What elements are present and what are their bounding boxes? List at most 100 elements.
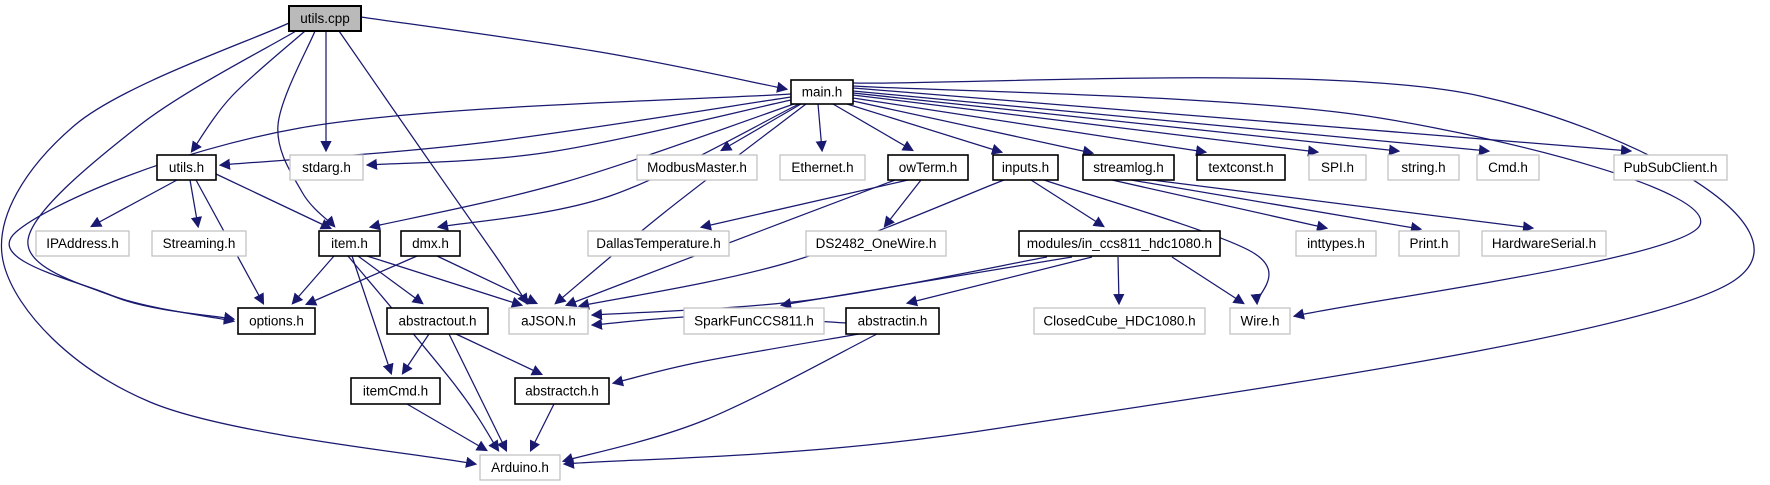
node-box-owterm_h[interactable] [887,154,969,181]
graph-node-main_h[interactable]: main.h [790,79,854,105]
node-box-modules_in_ccs811_hdc1080_h[interactable] [1018,230,1221,257]
include-edge-utils_cpp-to-arduino_h [0,22,478,468]
graph-node-spi_h: SPI.h [1308,154,1367,181]
include-edge-utils_h-to-item_h [215,173,333,230]
node-label-utils_cpp: utils.cpp [300,11,350,26]
include-edge-main_h-to-wire_h [852,85,1702,320]
node-box-textconst_h[interactable] [1196,154,1286,181]
include-edge-main_h-to-pubsubclient_h [852,87,1633,156]
graph-node-dallastemperature_h: DallasTemperature.h [587,230,730,257]
node-label-main_h: main.h [802,85,843,100]
graph-node-inputs_h[interactable]: inputs.h [992,154,1059,181]
include-edge-modules_in_ccs811_hdc1080_h-to-ajson_h [590,256,1048,320]
graph-node-modbusmaster_h: ModbusMaster.h [636,154,758,181]
node-box-streamlog_h[interactable] [1082,154,1175,181]
graph-node-item_h[interactable]: item.h [318,230,381,257]
node-label-inputs_h: inputs.h [1002,160,1049,175]
graph-node-utils_cpp[interactable]: utils.cpp [288,5,362,32]
node-box-main_h[interactable] [790,79,854,105]
node-box-ethernet_h [779,154,866,181]
graph-node-modules_in_ccs811_hdc1080_h[interactable]: modules/in_ccs811_hdc1080.h [1018,230,1221,257]
graph-node-string_h: string.h [1387,154,1460,181]
node-box-string_h [1387,154,1460,181]
node-box-abstractch_h[interactable] [514,377,610,405]
include-edge-itemcmd_h-to-arduino_h [406,403,488,452]
node-label-string_h: string.h [1401,160,1445,175]
node-box-hardwareserial_h [1481,230,1607,257]
node-box-dmx_h[interactable] [400,230,461,257]
include-edge-streamlog_h-to-hardwareserial_h [1151,179,1535,233]
graph-node-itemcmd_h[interactable]: itemCmd.h [350,377,441,405]
node-box-inttypes_h [1295,230,1377,257]
node-box-inputs_h[interactable] [992,154,1059,181]
node-label-wire_h: Wire.h [1240,314,1279,329]
include-edge-streamlog_h-to-print_h [1130,179,1423,234]
include-edge-inputs_h-to-ajson_h [577,179,1005,310]
include-edge-abstractch_h-to-arduino_h [529,403,555,453]
include-edge-main_h-to-dmx_h [436,103,800,231]
node-box-print_h [1398,230,1460,257]
node-box-itemcmd_h[interactable] [350,377,441,405]
node-box-pubsubclient_h [1613,154,1728,181]
graph-node-pubsubclient_h: PubSubClient.h [1613,154,1728,181]
include-edge-abstractin_h-to-abstractch_h [611,333,860,387]
node-box-abstractin_h[interactable] [845,307,940,335]
graph-node-ajson_h: aJSON.h [508,307,589,335]
node-box-streaming_h [151,230,247,257]
node-label-owterm_h: owTerm.h [899,160,958,175]
node-label-abstractout_h: abstractout.h [398,314,476,329]
graph-node-ds2482_onewire_h: DS2482_OneWire.h [805,230,947,257]
node-label-itemcmd_h: itemCmd.h [363,384,428,399]
graph-node-options_h[interactable]: options.h [237,307,316,335]
graph-node-utils_h[interactable]: utils.h [156,154,217,181]
node-box-arduino_h [479,454,561,481]
include-edge-streamlog_h-to-inttypes_h [1111,179,1329,232]
node-box-dallastemperature_h [587,230,730,257]
node-label-utils_h: utils.h [169,160,204,175]
include-edge-modules_in_ccs811_hdc1080_h-to-closedcube_hdc1080_h [1113,256,1125,306]
include-edge-main_h-to-modbusmaster_h [720,103,802,152]
node-box-options_h[interactable] [237,307,316,335]
node-label-ajson_h: aJSON.h [521,314,576,329]
include-edge-main_h-to-streamlog_h [852,100,1095,157]
include-edge-main_h-to-textconst_h [852,97,1208,157]
node-label-print_h: Print.h [1409,236,1448,251]
graph-node-owterm_h[interactable]: owTerm.h [887,154,969,181]
node-label-abstractin_h: abstractin.h [858,314,928,329]
graph-node-abstractout_h[interactable]: abstractout.h [386,307,489,335]
graph-node-abstractin_h[interactable]: abstractin.h [845,307,940,335]
include-edge-utils_cpp-to-ajson_h [338,30,529,305]
include-edge-utils_h-to-ipaddress_h [90,179,178,228]
node-label-arduino_h: Arduino.h [491,460,549,475]
include-edge-abstractout_h-to-itemcmd_h [401,333,430,375]
graph-node-streamlog_h[interactable]: streamlog.h [1082,154,1175,181]
node-label-ethernet_h: Ethernet.h [791,160,853,175]
node-label-textconst_h: textconst.h [1208,160,1273,175]
include-edge-abstractout_h-to-abstractch_h [455,333,544,376]
include-edge-inputs_h-to-wire_h [1043,179,1270,306]
node-box-abstractout_h[interactable] [386,307,489,335]
node-box-utils_h[interactable] [156,154,217,181]
include-edge-utils_cpp-to-options_h [27,30,297,323]
node-box-ajson_h [508,307,589,335]
node-label-dallastemperature_h: DallasTemperature.h [596,236,721,251]
node-box-utils_cpp[interactable] [288,5,362,32]
include-edge-abstractin_h-to-arduino_h [561,333,878,464]
node-label-sparkfunccs811_h: SparkFunCCS811.h [694,314,814,329]
graph-node-textconst_h[interactable]: textconst.h [1196,154,1286,181]
node-box-ipaddress_h [35,230,130,257]
node-label-modbusmaster_h: ModbusMaster.h [647,160,747,175]
include-edge-main_h-to-ajson_h [554,103,807,305]
node-label-dmx_h: dmx.h [412,236,449,251]
include-edge-item_h-to-itemcmd_h [351,255,394,376]
include-edge-dmx_h-to-options_h [304,255,418,306]
graph-node-abstractch_h[interactable]: abstractch.h [514,377,610,405]
node-box-spi_h [1308,154,1367,181]
include-edge-owterm_h-to-ds2482_onewire_h [883,179,922,228]
node-box-stdarg_h [289,154,364,181]
graph-node-dmx_h[interactable]: dmx.h [400,230,461,257]
node-box-item_h[interactable] [318,230,381,257]
node-label-options_h: options.h [249,314,304,329]
